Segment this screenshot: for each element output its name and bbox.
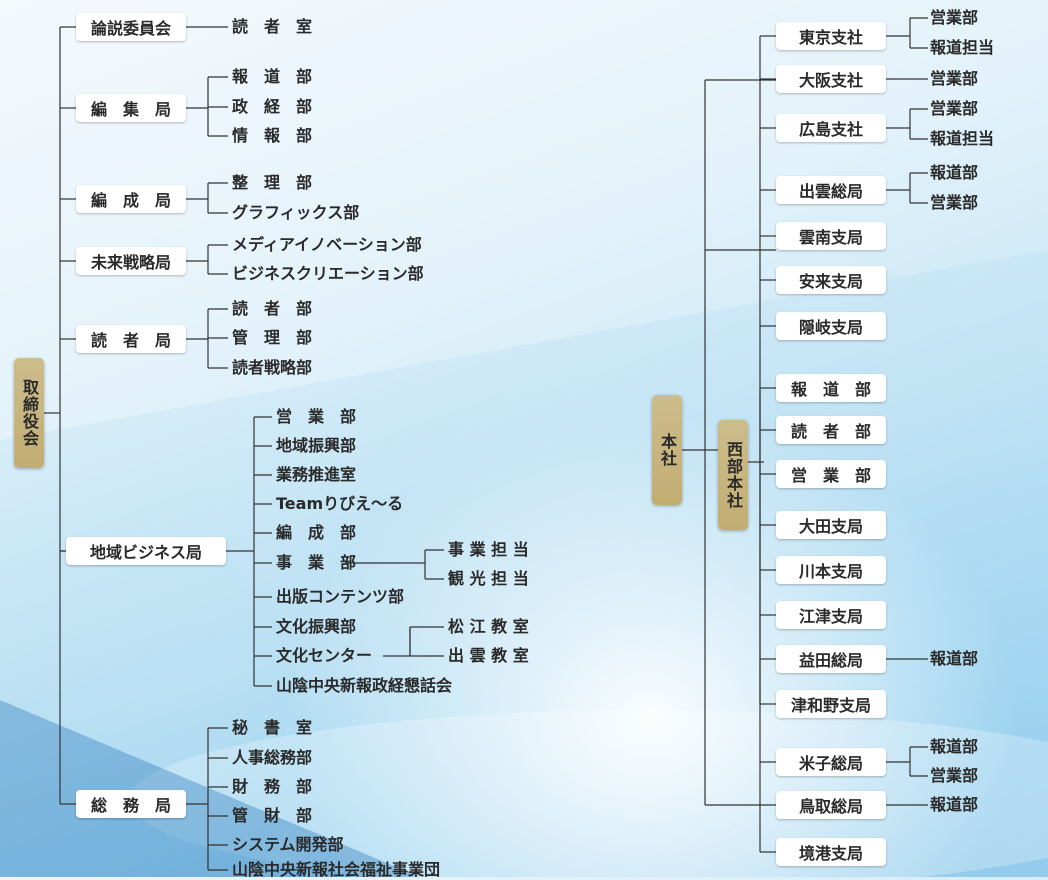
branch-dept-label: 報道部	[930, 649, 979, 668]
seibu-hodo: 報 道 部	[776, 374, 886, 402]
dept-label: 読 者 室	[232, 17, 313, 36]
dept-label: 編 成 部	[276, 523, 357, 542]
dept-label: 財 務 部	[232, 777, 313, 796]
division-ronsetsu: 論説委員会	[76, 13, 186, 41]
branch-dept-label: 営業部	[930, 99, 979, 118]
branch-masuda: 益田総局	[776, 645, 886, 673]
branch-tokyo: 東京支社	[776, 22, 886, 50]
branch-dept-label: 報道担当	[930, 38, 995, 57]
seibu-honsha-box: 西部本社	[718, 420, 748, 530]
dept-label: 文化振興部	[276, 617, 357, 636]
dept-label: 事 業 部	[276, 553, 357, 572]
branch-unnan: 雲南支局	[776, 222, 886, 250]
seibu-eigyo: 営 業 部	[776, 460, 886, 488]
division-henshu: 編 集 局	[76, 94, 186, 122]
branch-dept-label: 営業部	[930, 766, 979, 785]
division-dokusha: 読 者 局	[76, 325, 186, 353]
branch-tsuwano: 津和野支局	[776, 690, 886, 718]
root-board-box: 取締役会	[14, 358, 44, 468]
subdept-label: 観 光 担 当	[448, 569, 529, 588]
dept-label: 山陰中央新報社会福祉事業団	[232, 860, 441, 879]
dept-label: 秘 書 室	[232, 718, 313, 737]
dept-label: 営 業 部	[276, 407, 357, 426]
subdept-label: 出 雲 教 室	[448, 646, 529, 665]
dept-label: 管 財 部	[232, 806, 313, 825]
branch-dept-label: 営業部	[930, 69, 979, 88]
branch-yasugi: 安来支局	[776, 266, 886, 294]
dept-label: 出版コンテンツ部	[276, 587, 405, 606]
branch-tottori: 鳥取総局	[776, 791, 886, 819]
dept-label: 情 報 部	[232, 126, 313, 145]
branch-dept-label: 報道部	[930, 795, 979, 814]
branch-osaka: 大阪支社	[776, 65, 886, 93]
dept-label: 政 経 部	[232, 97, 313, 116]
branch-dept-label: 営業部	[930, 8, 979, 27]
dept-label: システム開発部	[232, 835, 344, 854]
dept-label: 文化センター	[276, 646, 373, 665]
branch-dept-label: 報道担当	[930, 129, 995, 148]
dept-label: ビジネスクリエーション部	[232, 264, 424, 283]
dept-label: 管 理 部	[232, 328, 313, 347]
branch-izumo: 出雲総局	[776, 176, 886, 204]
branch-dept-label: 報道部	[930, 737, 979, 756]
dept-label: 山陰中央新報政経懇話会	[276, 676, 453, 695]
dept-label: 報 道 部	[232, 67, 313, 86]
division-chiiki-business: 地域ビジネス局	[66, 537, 226, 565]
branch-oki: 隠岐支局	[776, 312, 886, 340]
subdept-label: 松 江 教 室	[448, 617, 529, 636]
dept-label: メディアイノベーション部	[232, 235, 422, 254]
branch-sakaiminato: 境港支局	[776, 838, 886, 866]
seibu-dokusha: 読 者 部	[776, 416, 886, 444]
dept-label: Teamりびえ〜る	[276, 494, 404, 513]
branch-gotsu: 江津支局	[776, 601, 886, 629]
dept-label: 読者戦略部	[232, 358, 313, 377]
division-somu: 総 務 局	[76, 790, 186, 818]
honsha-box: 本社	[652, 395, 682, 505]
dept-label: 業務推進室	[276, 465, 357, 484]
dept-label: 地域振興部	[276, 436, 357, 455]
branch-hiroshima: 広島支社	[776, 114, 886, 142]
branch-yonago: 米子総局	[776, 748, 886, 776]
dept-label: グラフィックス部	[232, 203, 360, 222]
branch-kawamoto: 川本支局	[776, 556, 886, 584]
branch-oda: 大田支局	[776, 511, 886, 539]
division-hensei: 編 成 局	[76, 185, 186, 213]
dept-label: 整 理 部	[232, 173, 313, 192]
branch-dept-label: 営業部	[930, 193, 979, 212]
branch-dept-label: 報道部	[930, 163, 979, 182]
division-mirai: 未来戦略局	[76, 247, 186, 275]
dept-label: 読 者 部	[232, 299, 313, 318]
dept-label: 人事総務部	[232, 748, 313, 767]
subdept-label: 事 業 担 当	[448, 540, 529, 559]
